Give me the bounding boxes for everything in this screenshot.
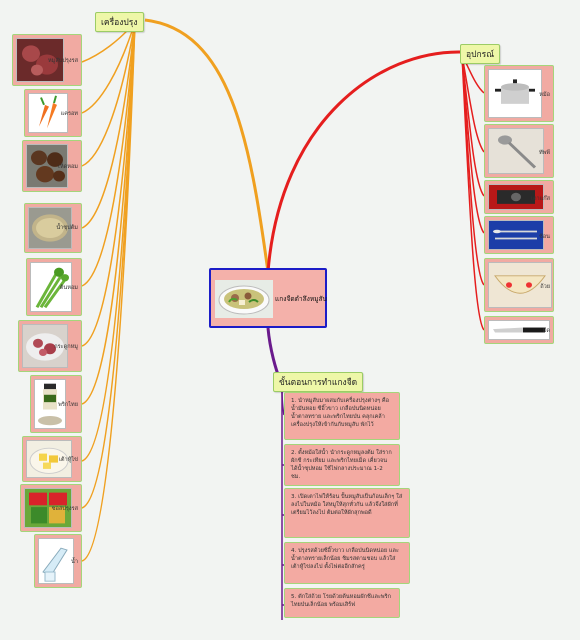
tofu-icon (26, 440, 72, 478)
topic-steps[interactable]: ขั้นตอนการทำแกงจืด (273, 372, 364, 392)
branch-line-equipment (266, 50, 463, 273)
ingredient-node[interactable]: เห็ดหอม (22, 140, 82, 192)
ingredient-node[interactable]: พริกไทย (30, 375, 82, 433)
pot-icon (488, 69, 542, 118)
equipment-node[interactable]: ช้อน (484, 216, 554, 254)
ingredient-label: หมูสับปรุงรส (47, 58, 78, 64)
ingredient-node[interactable]: หมูสับปรุงรส (12, 34, 82, 86)
equipment-node[interactable]: มีด (484, 316, 554, 344)
equipment-node[interactable]: หม้อ (484, 65, 554, 122)
ingredient-node[interactable]: ซอสปรุงรส (20, 484, 82, 532)
soup-bowl-icon (215, 280, 273, 318)
ingredient-node[interactable]: เต้าหู้ไข่ (22, 436, 82, 482)
step-node[interactable]: 4. ปรุงรสด้วยซีอิ๊วขาว เกลือป่นนิดหน่อย … (284, 542, 410, 584)
bowl-icon (488, 262, 552, 308)
equipment-connectors (461, 54, 485, 331)
topic-equipment[interactable]: อุปกรณ์ (460, 44, 501, 64)
ingredient-node[interactable]: แครอท (24, 89, 82, 137)
step-node[interactable]: 1. นำหมูสับมาผสมกับเครื่องปรุงต่างๆ คือน… (284, 392, 400, 440)
ingredient-label: แครอท (60, 111, 78, 117)
branch-line-ingredients (144, 18, 270, 273)
ingredient-label: น้ำซุปต้ม (56, 225, 78, 231)
broth-pot-icon (28, 207, 72, 249)
ingredient-label: เต้าหู้ไข่ (58, 457, 78, 463)
step-connectors (281, 387, 285, 620)
central-topic[interactable]: แกงจืดตำลึงหมูสับ (209, 268, 327, 328)
ladle-icon (488, 128, 544, 174)
seasoning-bottles-icon (24, 488, 72, 528)
equipment-label: เตาแก๊ส (530, 196, 550, 202)
equipment-node[interactable]: เตาแก๊ส (484, 180, 554, 214)
equipment-label: ช้อน (539, 234, 550, 240)
ingredient-node[interactable]: น้ำ (34, 534, 82, 588)
equipment-label: ทัพพี (538, 150, 550, 156)
ingredient-node[interactable]: น้ำซุปต้ม (24, 203, 82, 253)
ingredient-label: กระดูกหมู (54, 344, 78, 350)
step-node[interactable]: 2. ตั้งหม้อใส่น้ำ นำกระดูกหมูลงต้ม ใส่รา… (284, 444, 400, 486)
ingredient-label: น้ำ (71, 559, 78, 565)
ingredient-connectors (81, 21, 136, 562)
ingredient-label: เห็ดหอม (58, 164, 78, 170)
equipment-node[interactable]: ถ้วย (484, 258, 554, 312)
water-bottle-icon (38, 538, 74, 584)
gas-stove-icon (488, 184, 544, 210)
ingredient-node[interactable]: กระดูกหมู (18, 320, 82, 372)
spoon-fork-icon (488, 220, 544, 250)
equipment-label: ถ้วย (540, 284, 550, 290)
carrot-icon (28, 93, 68, 133)
shiitake-mushroom-icon (26, 144, 68, 188)
pepper-jar-icon (34, 379, 66, 429)
step-node[interactable]: 5. ตักใส่ถ้วย โรยด้วยต้นหอมผักชีและพริกไ… (284, 588, 400, 618)
step-node[interactable]: 3. เปิดเตาไฟให้ร้อน ปั้นหมูสับเป็นก้อนเล… (284, 488, 410, 538)
celery-icon (30, 262, 72, 312)
ingredient-label: ต้นหอม (59, 285, 78, 291)
equipment-node[interactable]: ทัพพี (484, 124, 554, 178)
pork-bones-icon (22, 324, 68, 368)
topic-ingredients[interactable]: เครื่องปรุง (95, 12, 144, 32)
central-title: แกงจืดตำลึงหมูสับ (275, 295, 327, 303)
ingredient-label: ซอสปรุงรส (51, 506, 78, 512)
ingredient-label: พริกไทย (58, 402, 78, 408)
knife-icon (488, 320, 550, 340)
ingredient-node[interactable]: ต้นหอม (26, 258, 82, 316)
minced-pork-icon (16, 38, 64, 82)
equipment-label: มีด (542, 328, 550, 334)
equipment-label: หม้อ (539, 92, 550, 98)
